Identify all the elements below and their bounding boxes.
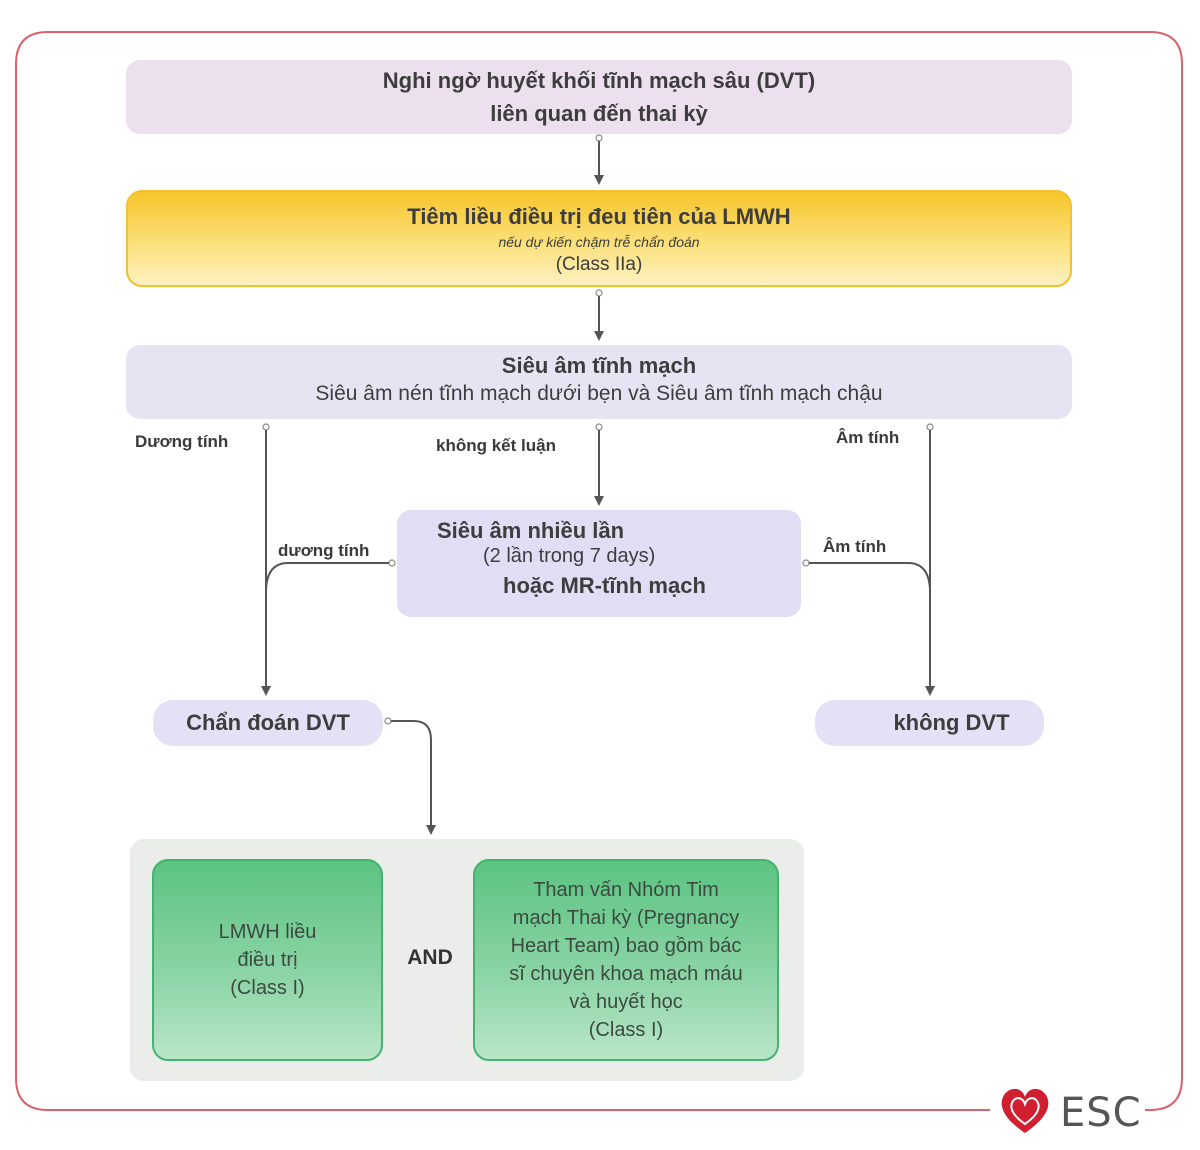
esc-heart-icon xyxy=(1001,1088,1049,1133)
node-lmwh-treatment: LMWH liều điều trị (Class I) xyxy=(152,859,383,1061)
node-heart-team-consult-line4: sĩ chuyên khoa mạch máu xyxy=(509,963,743,985)
node-repeat-ultrasound-alt: hoặc MR-tĩnh mạch xyxy=(503,573,706,598)
node-dvt-suspicion: Nghi ngờ huyết khối tĩnh mạch sâu (DVT) … xyxy=(126,60,1072,134)
edge-label-positive: Dương tính xyxy=(135,432,229,451)
node-first-lmwh-dose-condition: nếu dự kiến chậm trễ chẩn đoán xyxy=(498,234,700,250)
arrow-repeat-negative xyxy=(809,562,931,591)
and-label: AND xyxy=(407,946,453,969)
node-heart-team-consult: Tham vấn Nhóm Tim mạch Thai kỳ (Pregnanc… xyxy=(473,859,779,1061)
node-heart-team-consult-line2: mạch Thai kỳ (Pregnancy xyxy=(512,907,740,929)
edge-label-negative: Âm tính xyxy=(836,428,900,447)
node-venous-ultrasound-title: Siêu âm tĩnh mạch xyxy=(501,353,697,378)
node-dvt-diagnosed: Chẩn đoán DVT xyxy=(153,700,383,746)
edge-label-inconclusive: không kết luận xyxy=(436,436,556,455)
node-repeat-ultrasound-title: Siêu âm nhiều lần xyxy=(437,518,625,543)
esc-logo-text: ESC xyxy=(1060,1090,1142,1136)
edge-label-repeat-positive: dương tính xyxy=(278,541,370,560)
node-heart-team-consult-class: (Class I) xyxy=(588,1019,664,1041)
node-venous-ultrasound: Siêu âm tĩnh mạch Siêu âm nén tĩnh mạch … xyxy=(126,345,1072,419)
node-no-dvt: không DVT xyxy=(815,700,1044,746)
node-first-lmwh-dose: Tiêm liều điều trị đeu tiên của LMWH nếu… xyxy=(126,190,1072,287)
node-first-lmwh-dose-title: Tiêm liều điều trị đeu tiên của LMWH xyxy=(407,204,791,229)
node-repeat-ultrasound: Siêu âm nhiều lần (2 lần trong 7 days) h… xyxy=(397,510,801,617)
node-heart-team-consult-line3: Heart Team) bao gồm bác xyxy=(510,935,742,957)
node-lmwh-treatment-class: (Class I) xyxy=(230,977,305,999)
arrow-repeat-positive xyxy=(265,562,389,591)
node-dvt-suspicion-line2: liên quan đến thai kỳ xyxy=(490,101,708,126)
arrow-diagnosis-to-management xyxy=(391,720,436,835)
node-heart-team-consult-line1: Tham vấn Nhóm Tim xyxy=(533,879,719,901)
outer-frame xyxy=(15,31,1183,1111)
node-first-lmwh-dose-class: (Class IIa) xyxy=(555,254,643,275)
node-lmwh-treatment-line1: LMWH liều xyxy=(218,921,317,943)
node-dvt-suspicion-line1: Nghi ngờ huyết khối tĩnh mạch sâu (DVT) xyxy=(382,68,816,93)
node-venous-ultrasound-detail: Siêu âm nén tĩnh mạch dưới bẹn và Siêu â… xyxy=(315,382,883,405)
edge-label-repeat-negative: Âm tính xyxy=(823,537,887,556)
node-heart-team-consult-line5: và huyết học xyxy=(569,991,683,1013)
node-lmwh-treatment-line2: điều trị xyxy=(237,949,298,971)
node-repeat-ultrasound-frequency: (2 lần trong 7 days) xyxy=(483,545,656,567)
